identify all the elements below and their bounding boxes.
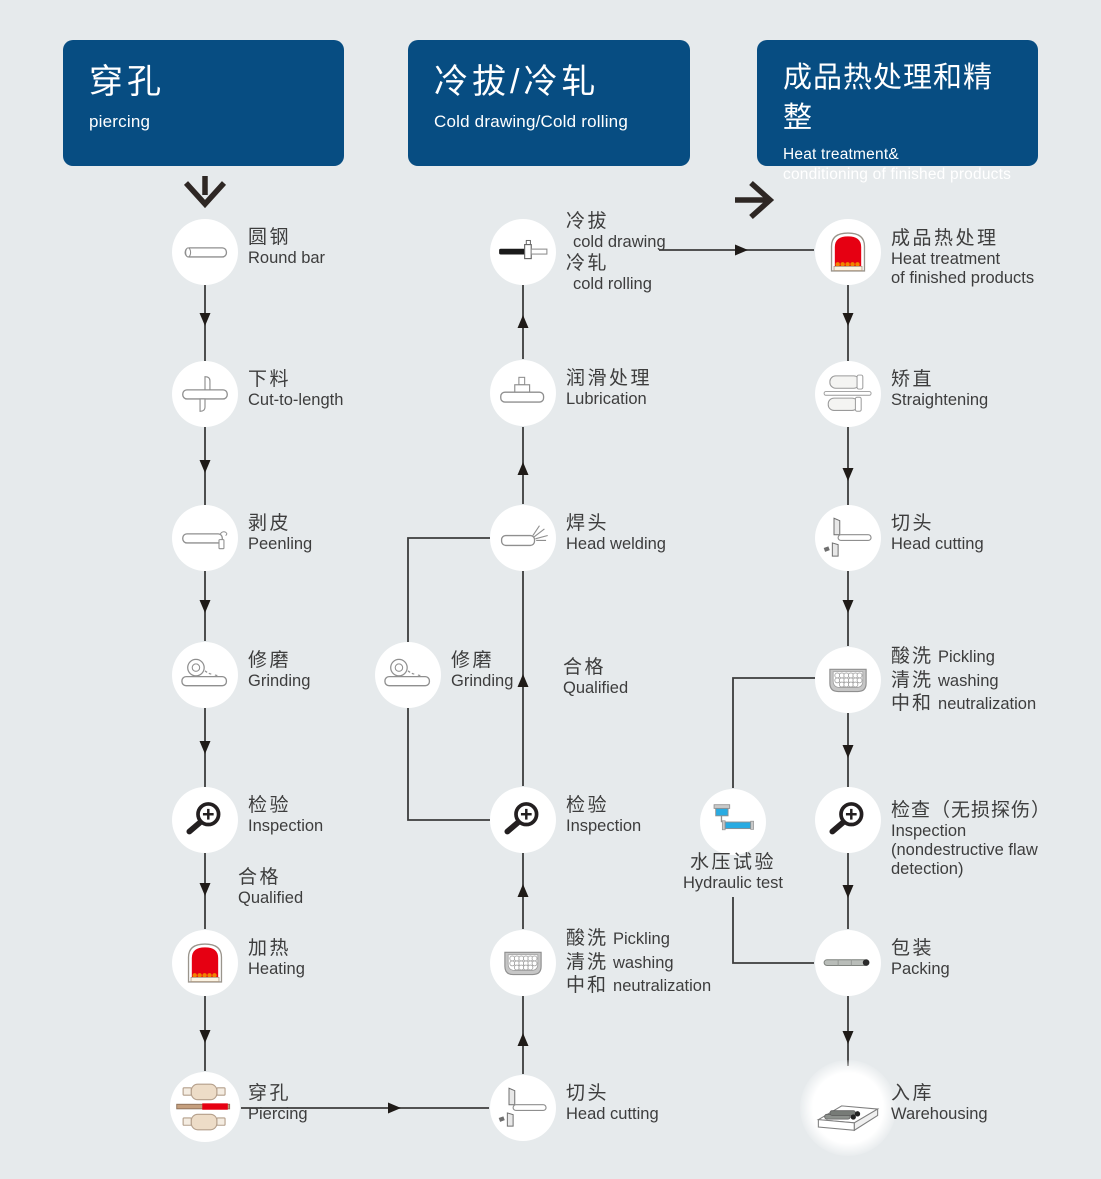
node-peeling-label: 剥皮 Peenling xyxy=(248,513,313,553)
node-inspection-1 xyxy=(172,787,238,853)
node-grinding-rework xyxy=(375,642,441,708)
down-chevron-icon xyxy=(183,181,227,209)
welding-sparks-icon xyxy=(500,525,548,547)
node-round-bar-label: 圆钢 Round bar xyxy=(248,227,326,267)
node-warehousing xyxy=(800,1060,896,1156)
header-title: 成品热处理和精整 xyxy=(783,62,994,134)
node-head-cutting-3 xyxy=(815,505,881,571)
node-grinding xyxy=(172,642,238,708)
node-packing xyxy=(815,930,881,996)
node-head-cutting-2-label: 切头 Head cutting xyxy=(566,1083,659,1123)
node-pickling-2 xyxy=(490,930,556,996)
header-piercing: 穿孔 piercing xyxy=(63,40,344,166)
hydraulic-loop-in xyxy=(732,677,815,788)
hydraulic-loop-out xyxy=(732,897,814,964)
node-grinding-label: 修磨 Grinding xyxy=(248,650,311,690)
header-heat-treatment: 成品热处理和精整 Heat treatment& conditioning of… xyxy=(757,40,1038,183)
node-hydraulic-test xyxy=(700,789,766,855)
node-warehousing-label: 入库 Warehousing xyxy=(891,1083,988,1123)
peeling-tool-icon xyxy=(182,531,228,550)
header-title: 穿孔 xyxy=(89,63,165,101)
header-subtitle: piercing xyxy=(89,112,151,131)
node-inspection-2-label: 检验 Inspection xyxy=(566,795,642,835)
node-cold-drawing-rolling xyxy=(490,219,556,285)
node-inspection-ndt-label: 检查（无损探伤） Inspection (nondestructive flaw… xyxy=(891,800,1052,878)
node-round-bar xyxy=(172,219,238,285)
hydraulic-pipe-icon xyxy=(713,804,754,831)
pipe-bundle-icon xyxy=(823,959,870,966)
node-grinding-rework-label: 修磨 Grinding xyxy=(451,650,514,690)
grinding-wheel-icon xyxy=(384,658,431,687)
node-head-welding-label: 焊头 Head welding xyxy=(566,513,666,553)
furnace-icon xyxy=(187,943,223,983)
cutting-blade-icon xyxy=(182,376,228,412)
node-lubrication xyxy=(490,360,556,426)
header-title: 冷拔/冷轧 xyxy=(434,63,600,101)
section-arrows xyxy=(183,176,775,220)
lubrication-press-icon xyxy=(500,376,545,403)
head-cutting-icon xyxy=(823,517,872,557)
header-cold-drawing: 冷拔/冷轧 Cold drawing/Cold rolling xyxy=(408,40,690,166)
pickling-tub-icon xyxy=(829,668,867,693)
qualified-label-2: 合格 Qualified xyxy=(563,657,629,697)
node-head-cutting-2 xyxy=(490,1075,556,1141)
flow-arrowheads xyxy=(199,244,854,1114)
furnace-icon xyxy=(830,232,866,272)
node-heat-treatment-label: 成品热处理 Heat treatment of finished product… xyxy=(891,228,1035,287)
straightening-rollers-icon xyxy=(823,374,872,412)
node-cut-to-length-label: 下料 Cut-to-length xyxy=(248,369,344,409)
node-inspection-1-label: 检验 Inspection xyxy=(248,795,324,835)
qualified-label-1: 合格 Qualified xyxy=(238,867,304,907)
node-cold-drawing-rolling-label: 冷拔 cold drawing 冷轧 cold rolling xyxy=(566,211,666,293)
node-lubrication-label: 润滑处理 Lubrication xyxy=(566,368,653,408)
node-heating-label: 加热 Heating xyxy=(248,938,305,978)
node-straightening-label: 矫直 Straightening xyxy=(891,369,989,409)
cold-draw-die-icon xyxy=(499,239,548,260)
node-heating xyxy=(172,930,238,996)
piercing-rollers-icon xyxy=(176,1083,231,1131)
node-inspection-ndt xyxy=(815,787,881,853)
magnifier-icon xyxy=(504,802,539,835)
node-straightening xyxy=(815,361,881,427)
grinding-wheel-icon xyxy=(181,658,228,687)
node-cut-to-length xyxy=(172,361,238,427)
node-piercing-label: 穿孔 Piercing xyxy=(248,1083,308,1123)
node-peeling xyxy=(172,505,238,571)
node-heat-treatment xyxy=(815,219,881,285)
right-chevron-icon xyxy=(749,180,775,220)
magnifier-icon xyxy=(186,802,221,835)
pallet-icon xyxy=(816,1105,880,1132)
round-bar-icon xyxy=(184,247,228,258)
node-head-welding xyxy=(490,505,556,571)
node-head-cutting-3-label: 切头 Head cutting xyxy=(891,513,984,553)
node-inspection-2 xyxy=(490,787,556,853)
node-pickling-3 xyxy=(815,647,881,713)
node-piercing xyxy=(170,1072,240,1142)
head-cutting-icon xyxy=(498,1087,547,1127)
node-hydraulic-test-label: 水压试验 Hydraulic test xyxy=(683,852,783,892)
node-packing-label: 包装 Packing xyxy=(891,938,950,978)
pickling-tub-icon xyxy=(504,951,542,976)
header-subtitle: Cold drawing/Cold rolling xyxy=(434,112,628,131)
magnifier-icon xyxy=(829,802,864,835)
header-subtitle: Heat treatment& conditioning of finished… xyxy=(783,146,1012,183)
